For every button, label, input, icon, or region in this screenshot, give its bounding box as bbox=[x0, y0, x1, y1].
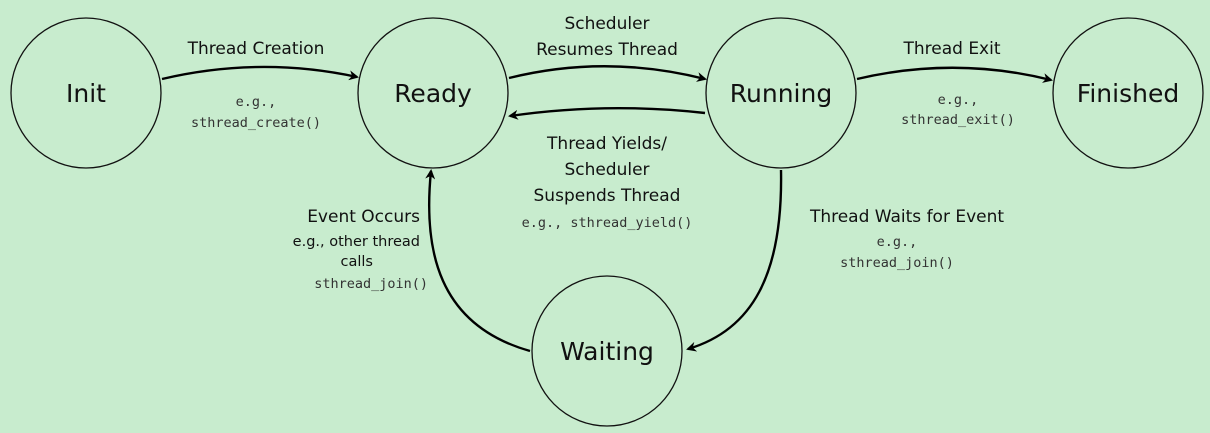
arrow-running-to-ready bbox=[508, 106, 706, 120]
state-finished bbox=[1052, 17, 1204, 169]
state-running bbox=[705, 17, 857, 169]
label-resume-line1: Scheduler bbox=[564, 14, 649, 34]
arrow-running-to-finished bbox=[856, 66, 1053, 83]
state-running-label: Running bbox=[730, 79, 832, 108]
yield-code: e.g., sthread_yield() bbox=[522, 215, 693, 231]
label-yield-line2: Scheduler bbox=[564, 160, 649, 180]
arrow-waiting-to-ready bbox=[425, 169, 531, 353]
event-line3: calls bbox=[341, 254, 373, 270]
label-yield-line1: Thread Yields/ bbox=[546, 134, 667, 154]
label-resume-line2: Resumes Thread bbox=[536, 40, 678, 60]
exit-code: sthread_exit() bbox=[901, 112, 1015, 128]
state-waiting-label: Waiting bbox=[560, 337, 654, 366]
state-ready-label: Ready bbox=[394, 79, 472, 108]
label-yield-line3: Suspends Thread bbox=[534, 186, 681, 206]
state-finished-label: Finished bbox=[1077, 79, 1179, 108]
label-thread-creation: Thread Creation bbox=[187, 39, 325, 59]
arrow-ready-to-running bbox=[508, 65, 707, 82]
arrow-running-to-waiting bbox=[686, 169, 783, 352]
wait-eg: e.g., bbox=[877, 234, 918, 250]
event-code: sthread_join() bbox=[314, 276, 428, 292]
state-ready bbox=[357, 17, 509, 169]
label-thread-exit: Thread Exit bbox=[902, 39, 1000, 59]
label-thread-waits: Thread Waits for Event bbox=[809, 207, 1004, 227]
arrow-init-to-ready bbox=[161, 65, 359, 81]
state-init-label: Init bbox=[66, 79, 106, 108]
wait-code: sthread_join() bbox=[840, 255, 954, 271]
creation-code: sthread_create() bbox=[191, 115, 321, 131]
state-init bbox=[10, 17, 162, 169]
event-line2: e.g., other thread bbox=[293, 234, 420, 250]
creation-eg: e.g., bbox=[236, 94, 277, 110]
label-event-occurs: Event Occurs bbox=[307, 207, 420, 227]
exit-eg: e.g., bbox=[938, 92, 979, 108]
state-waiting bbox=[531, 275, 683, 427]
